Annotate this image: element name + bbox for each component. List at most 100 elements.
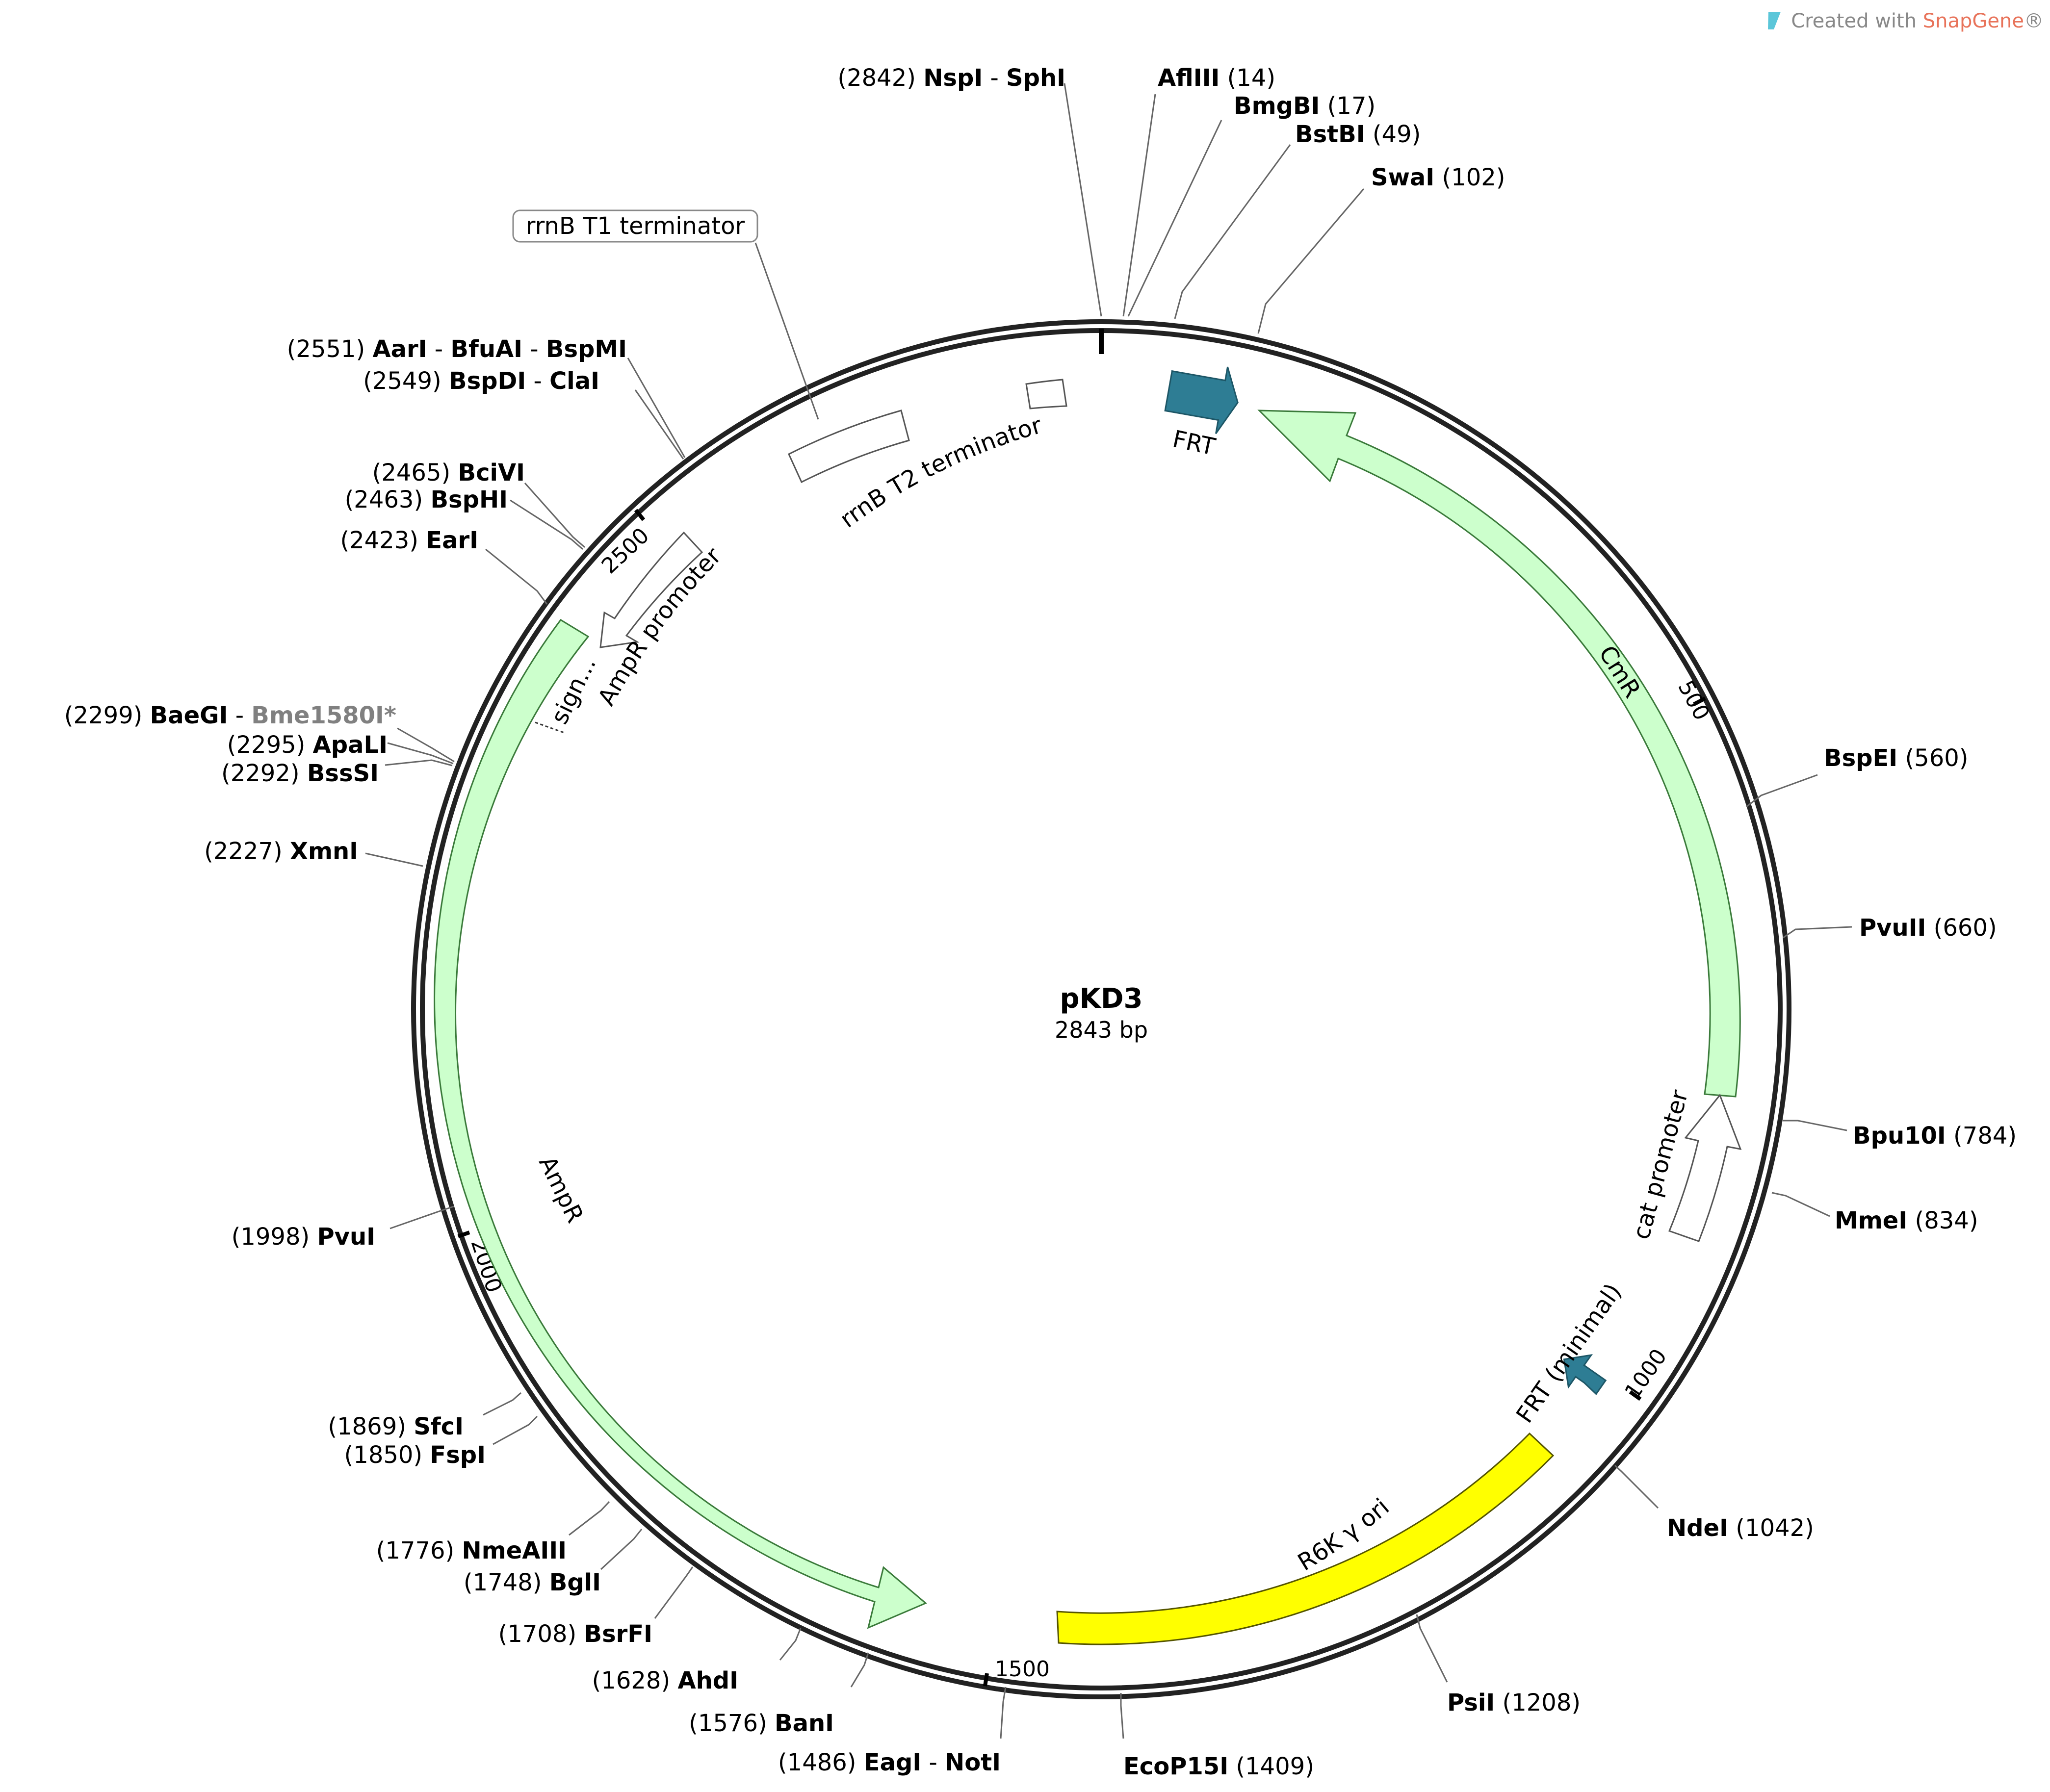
site-gap	[283, 838, 290, 865]
site-gap	[856, 1749, 864, 1776]
site-enzyme-name: NdeI	[1667, 1514, 1728, 1542]
site-enzyme-name: BanI	[775, 1710, 834, 1737]
site-pvuii: PvuII (660)	[1783, 914, 1997, 942]
site-bcivi: (2465) BciVI	[372, 459, 585, 548]
plasmid-title: pKD3 2843 bp	[1055, 983, 1148, 1043]
site-position: (2423)	[340, 527, 418, 554]
site-position: (1776)	[376, 1537, 455, 1564]
site-bgli: (1748) BglI	[464, 1529, 643, 1596]
site-bani: (1576) BanI	[689, 1652, 869, 1737]
site-leader-line	[1746, 774, 1818, 808]
site-enzyme-name: MmeI	[1835, 1207, 1907, 1234]
site-enzyme-name: FspI	[430, 1441, 486, 1469]
feature-rrnb-t1	[788, 410, 910, 484]
site-leader-line	[1783, 1120, 1847, 1131]
site-gap	[365, 335, 372, 363]
site-position: (14)	[1227, 64, 1276, 92]
feature-ampr	[434, 619, 927, 1629]
site-gap	[310, 1223, 317, 1251]
site-enzyme-name: BaeGI	[150, 702, 228, 729]
site-leader-line	[1122, 94, 1156, 317]
site-label: MmeI (834)	[1835, 1207, 1978, 1234]
site-separator: -	[427, 335, 451, 363]
watermark-suffix: ®	[2024, 10, 2044, 32]
site-position: (1850)	[344, 1441, 423, 1469]
site-leader-line	[387, 742, 454, 765]
feature-rrnb-t2	[1025, 379, 1067, 410]
site-separator: -	[983, 64, 1006, 92]
site-leader-line	[493, 1415, 538, 1445]
site-position: (1869)	[328, 1413, 406, 1440]
site-label: (2463) BspHI	[345, 486, 508, 513]
site-afliii: AflIII (14)	[1122, 64, 1275, 317]
svg-text:Created with SnapGene®: Created with SnapGene®	[1791, 10, 2044, 32]
tick-mark	[983, 1673, 989, 1687]
signal-boundary	[535, 721, 565, 734]
watermark-prefix: Created with	[1791, 10, 1923, 32]
site-leader-line	[389, 1205, 454, 1229]
site-gap	[300, 760, 307, 787]
site-position: (1486)	[778, 1749, 856, 1776]
tick-mark	[634, 509, 646, 521]
site-eagi-noti: (1486) EagI - NotI	[778, 1687, 1007, 1776]
site-leader-line	[1416, 1614, 1448, 1683]
feature-r6k-ori	[1056, 1432, 1555, 1645]
site-bmgbi: BmgBI (17)	[1127, 92, 1375, 317]
tick-mark	[1629, 1390, 1642, 1401]
site-psii: PsiI (1208)	[1416, 1614, 1581, 1716]
site-label: (2551) AarI - BfuAI - BspMI	[287, 335, 627, 363]
site-enzyme-name: SfcI	[414, 1413, 464, 1440]
site-enzyme-name: EcoP15I	[1123, 1753, 1228, 1780]
site-label: (1628) AhdI	[592, 1667, 738, 1694]
feature-label-frt-minimal: FRT (minimal)	[1511, 1279, 1627, 1428]
site-ndei: NdeI (1042)	[1614, 1464, 1814, 1542]
site-enzyme-name: BspMI	[546, 335, 627, 363]
site-separator: -	[228, 702, 251, 729]
site-leader-line	[1120, 1693, 1124, 1739]
site-label: (1998) PvuI	[232, 1223, 375, 1251]
site-gap	[454, 1537, 462, 1564]
site-eari: (2423) EarI	[340, 527, 548, 605]
site-leader-line	[510, 499, 583, 550]
site-position: (1708)	[498, 1620, 577, 1648]
site-ahdi: (1628) AhdI	[592, 1628, 802, 1694]
feature-frt	[1164, 366, 1239, 434]
site-separator: -	[526, 367, 549, 395]
site-leader-line	[1064, 83, 1102, 317]
site-enzyme-name: BmgBI	[1234, 92, 1320, 120]
snapgene-logo: Created with SnapGene®	[1768, 10, 2044, 32]
site-bsrfi: (1708) BsrFI	[498, 1566, 694, 1648]
site-label: SwaI (102)	[1371, 164, 1505, 191]
site-label: AflIII (14)	[1158, 64, 1275, 92]
site-leader-line	[1257, 188, 1365, 334]
site-leader-line	[779, 1628, 802, 1661]
site-enzyme-name: PvuII	[1859, 914, 1926, 942]
tick-mark	[457, 1230, 470, 1238]
site-label: BmgBI (17)	[1234, 92, 1375, 120]
position-ticks: 500 1000 1500 2000 2500	[457, 509, 1714, 1687]
site-position: (2551)	[287, 335, 365, 363]
site-label: (2465) BciVI	[372, 459, 525, 486]
site-position: (834)	[1915, 1207, 1978, 1234]
site-position: (2549)	[363, 367, 441, 395]
site-label: BspEI (560)	[1824, 744, 1969, 772]
site-nmeaiii: (1776) NmeAIII	[376, 1501, 610, 1564]
site-gap	[1495, 1689, 1502, 1716]
site-position: (2842)	[837, 64, 916, 92]
site-label: (2549) BspDI - ClaI	[363, 367, 599, 395]
site-leader-line	[569, 1501, 610, 1536]
site-label: (1576) BanI	[689, 1710, 834, 1737]
site-bpu10i: Bpu10I (784)	[1783, 1120, 2017, 1150]
site-separator: -	[522, 335, 546, 363]
tick-label: 1500	[995, 1657, 1050, 1682]
site-position: (17)	[1327, 92, 1376, 120]
site-enzyme-name: BspDI	[449, 367, 526, 395]
site-gap	[1434, 164, 1442, 191]
snapgene-icon	[1768, 12, 1781, 29]
site-enzyme-name: BfuAI	[450, 335, 522, 363]
tick-mark	[1693, 696, 1706, 706]
site-leader-line	[365, 852, 423, 867]
backbone	[411, 319, 1791, 1699]
site-bsssi: (2292) BssSI	[221, 759, 453, 787]
